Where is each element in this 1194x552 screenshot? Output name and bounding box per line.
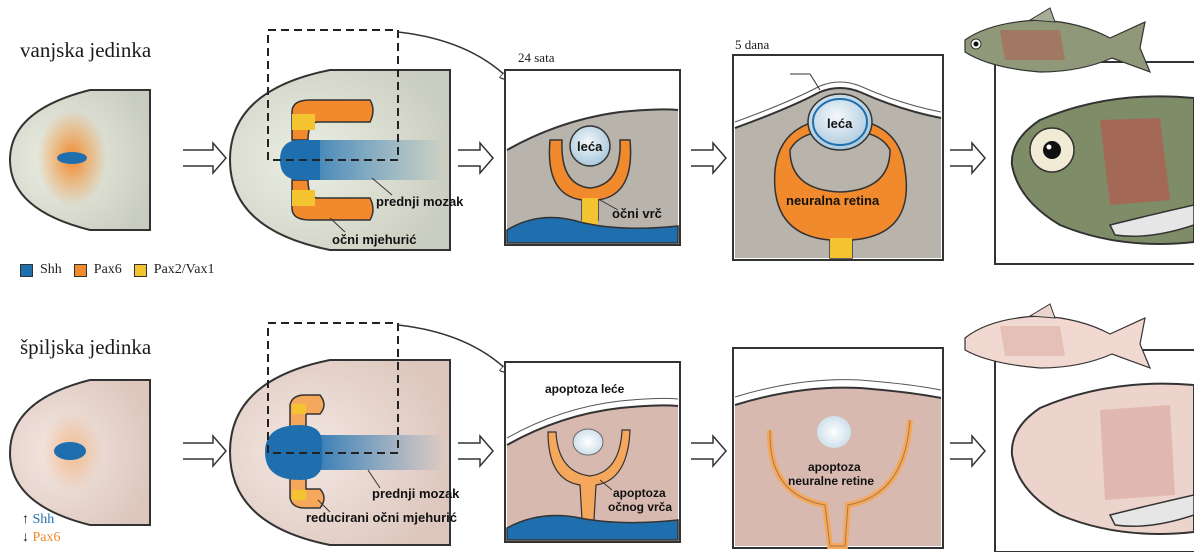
marker-down-gene: Pax6 <box>33 530 61 545</box>
label-lens-5d-top: leća <box>827 116 853 131</box>
open-arrow-icon <box>458 143 493 173</box>
embryo-stage2-top <box>230 30 510 250</box>
embryo-stage1-top <box>10 90 150 230</box>
label-reduced-vesicle-bottom: reducirani očni mjehurić <box>306 510 457 525</box>
panel-5d-bottom <box>733 348 943 548</box>
legend: Shh Pax6 Pax2/Vax1 <box>20 262 214 278</box>
legend-swatch-pax2-vax1 <box>134 264 147 277</box>
open-arrow-icon <box>458 436 493 466</box>
label-cup-apoptosis-2: očnog vrča <box>608 500 672 514</box>
stage-label-24h: 24 sata <box>518 50 554 66</box>
legend-label-pax2-vax1: Pax2/Vax1 <box>154 262 215 278</box>
label-cup-apoptosis-1: apoptoza <box>613 486 666 500</box>
bottom-row-title: špiljska jedinka <box>20 335 151 360</box>
label-retina-apoptosis-2: neuralne retine <box>788 474 874 488</box>
label-retina-apoptosis-1: apoptoza <box>808 460 861 474</box>
fish-closeup-top <box>995 62 1194 264</box>
marker-up-gene: Shh <box>33 512 55 527</box>
fish-icon-bottom <box>965 304 1150 368</box>
embryo-stage1-bottom <box>10 380 150 525</box>
stage-label-5d: 5 dana <box>735 37 769 53</box>
legend-label-pax6: Pax6 <box>94 262 122 278</box>
label-optic-cup-top: očni vrč <box>612 206 662 221</box>
down-arrow-icon: ↓ <box>22 530 29 545</box>
legend-swatch-pax6 <box>74 264 87 277</box>
up-arrow-icon: ↑ <box>22 512 29 527</box>
top-row-title: vanjska jedinka <box>20 38 151 63</box>
open-arrow-icon <box>950 436 985 466</box>
fish-closeup-bottom <box>995 350 1194 552</box>
open-arrow-icon <box>183 436 226 466</box>
label-optic-vesicle-top: očni mjehurić <box>332 232 417 247</box>
fish-icon-top <box>965 8 1150 72</box>
open-arrow-icon <box>691 143 726 173</box>
panel-5d-top <box>733 55 943 260</box>
label-neural-retina-top: neuralna retina <box>786 193 880 208</box>
label-lens-24h-top: leća <box>577 139 603 154</box>
label-forebrain-bottom: prednji mozak <box>372 486 460 501</box>
open-arrow-icon <box>691 436 726 466</box>
label-lens-apoptosis: apoptoza leće <box>545 382 625 396</box>
marker-down: ↓ Pax6 <box>22 530 61 546</box>
legend-swatch-shh <box>20 264 33 277</box>
open-arrow-icon <box>950 143 985 173</box>
marker-up: ↑ Shh <box>22 512 54 528</box>
open-arrow-icon <box>183 143 226 173</box>
legend-label-shh: Shh <box>40 262 62 278</box>
label-forebrain-top: prednji mozak <box>376 194 464 209</box>
